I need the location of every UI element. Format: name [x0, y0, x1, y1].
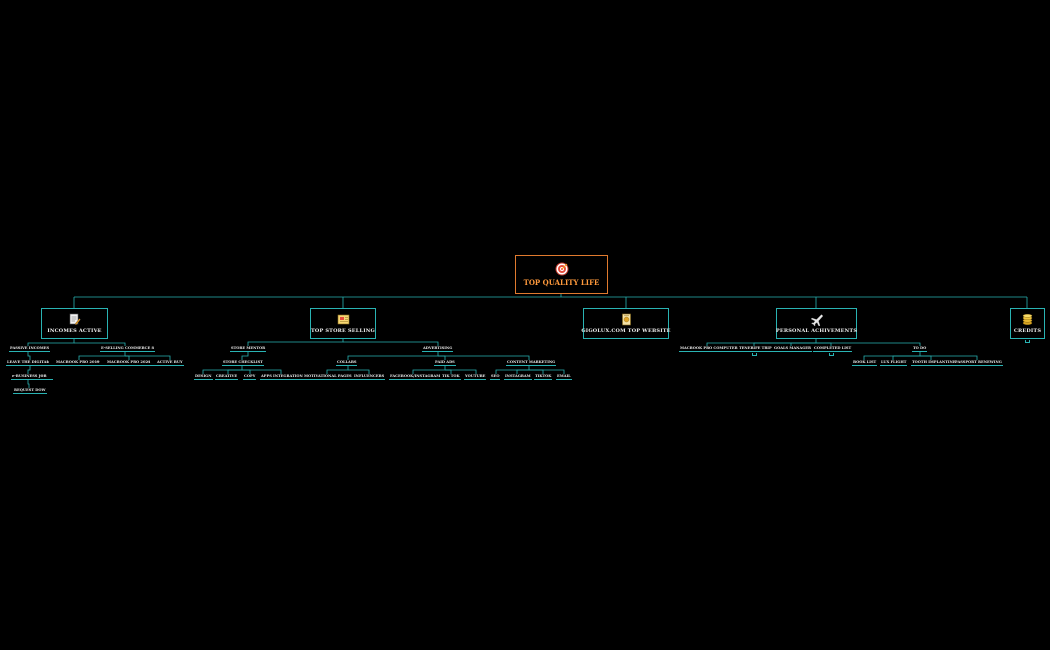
leaf-e-selling[interactable]: E-SELLING COMMERCE 8 — [100, 346, 155, 352]
leaf-passport-renewing[interactable]: PASSPORT RENEWING — [954, 360, 1003, 366]
document-edit-icon — [68, 313, 81, 326]
leaf-facebook-instagram[interactable]: FACEBOOK/INSTAGRAM — [389, 374, 442, 380]
leaf-passive-incomes[interactable]: PASSIVE INCOMES — [9, 346, 51, 352]
airplane-icon — [810, 313, 824, 327]
leaf-leave-digital[interactable]: LEAVE THE DIGITAL — [6, 360, 56, 366]
leaf-copy[interactable]: COPY — [243, 374, 257, 380]
branch-website-label: GIGOLUX.COM TOP WEBSITE — [581, 328, 671, 334]
leaf-email[interactable]: EMAIL — [556, 374, 572, 380]
branch-personal[interactable]: PERSONAL ACHIVEMENTS — [776, 308, 857, 339]
leaf-macbook-computer[interactable]: MACBOOK PRO COMPUTER — [679, 346, 739, 352]
leaf-paid-ads[interactable]: PAID ADS — [434, 360, 456, 366]
target-icon — [555, 262, 569, 276]
leaf-store-checklist[interactable]: STORE CHECKLIST — [222, 360, 264, 366]
leaf-youtube[interactable]: YOUTUBE — [464, 374, 487, 380]
branch-credits-label: CREDITS — [1013, 328, 1042, 334]
leaf-active-buy[interactable]: ACTIVE BUY — [156, 360, 184, 366]
store-icon — [337, 313, 350, 326]
leaf-creative[interactable]: CREATIVE — [215, 374, 239, 380]
branch-personal-label: PERSONAL ACHIVEMENTS — [775, 328, 858, 334]
branch-store[interactable]: TOP STORE SELLING — [310, 308, 376, 339]
note-icon: ≡ — [40, 373, 44, 378]
leaf-lux-flight[interactable]: LUX FLIGHT — [880, 360, 908, 366]
leaf-to-do[interactable]: TO DO — [912, 346, 928, 352]
leaf-tooth-implantine[interactable]: TOOTH IMPLANTINE — [911, 360, 957, 366]
branch-incomes-label: INCOMES ACTIVE — [47, 328, 102, 334]
leaf-motivational-pages[interactable]: MOTIVATIONAL PAGES — [303, 374, 353, 380]
root-node[interactable]: TOP QUALITY LIFE — [515, 255, 608, 294]
collapse-marker[interactable] — [1025, 340, 1030, 343]
money-document-icon — [620, 313, 633, 326]
leaf-advertising[interactable]: ADVERTISING — [422, 346, 454, 352]
note-icon: ≡ — [97, 328, 101, 333]
note-icon: ≡ — [96, 359, 100, 364]
leaf-request-dow[interactable]: REQUEST DOW — [13, 388, 47, 394]
leaf-design[interactable]: DESIGN — [194, 374, 213, 380]
leaf-macbook-2021[interactable]: MACBOOK PRO 2021 — [106, 360, 158, 366]
note-icon: ≡ — [46, 359, 50, 364]
branch-credits[interactable]: CREDITS — [1010, 308, 1045, 339]
branch-website[interactable]: GIGOLUX.COM TOP WEBSITE — [581, 308, 671, 339]
leaf-content-marketing[interactable]: CONTENT MARKETING — [506, 360, 557, 366]
leaf-store-mentor[interactable]: STORE MENTOR — [230, 346, 267, 352]
root-label: TOP QUALITY LIFE — [523, 278, 600, 287]
leaf-tiktok[interactable]: TIK TOK — [441, 374, 461, 380]
leaf-seo[interactable]: SEO — [490, 374, 501, 380]
collapse-marker[interactable] — [829, 353, 834, 356]
leaf-instagram[interactable]: INSTAGRAM — [504, 374, 532, 380]
leaf-ebusiness-job[interactable]: e-BUSINESS JOB — [11, 374, 54, 380]
branch-store-label: TOP STORE SELLING — [311, 328, 376, 334]
leaf-completed-list[interactable]: COMPLETED LIST — [813, 346, 853, 352]
leaf-collabs[interactable]: COLLABS — [336, 360, 358, 366]
leaf-influencers[interactable]: INFLUENCERS — [353, 374, 386, 380]
leaf-tenerife-trip[interactable]: TENERIFE TRIP — [738, 346, 773, 352]
leaf-apps-integration[interactable]: APPS INTEGRATION — [260, 374, 304, 380]
leaf-tiktok-content[interactable]: TIKTOK — [534, 374, 553, 380]
leaf-macbook-2019[interactable]: MACBOOK PRO 2019 — [55, 360, 107, 366]
coins-stack-icon — [1021, 313, 1034, 326]
collapse-marker[interactable] — [752, 353, 757, 356]
leaf-book-list[interactable]: BOOK LIST — [852, 360, 878, 366]
leaf-goals-manager[interactable]: GOALS MANAGER — [773, 346, 812, 352]
branch-incomes[interactable]: INCOMES ACTIVE — [41, 308, 108, 339]
note-icon: ≡ — [147, 359, 151, 364]
